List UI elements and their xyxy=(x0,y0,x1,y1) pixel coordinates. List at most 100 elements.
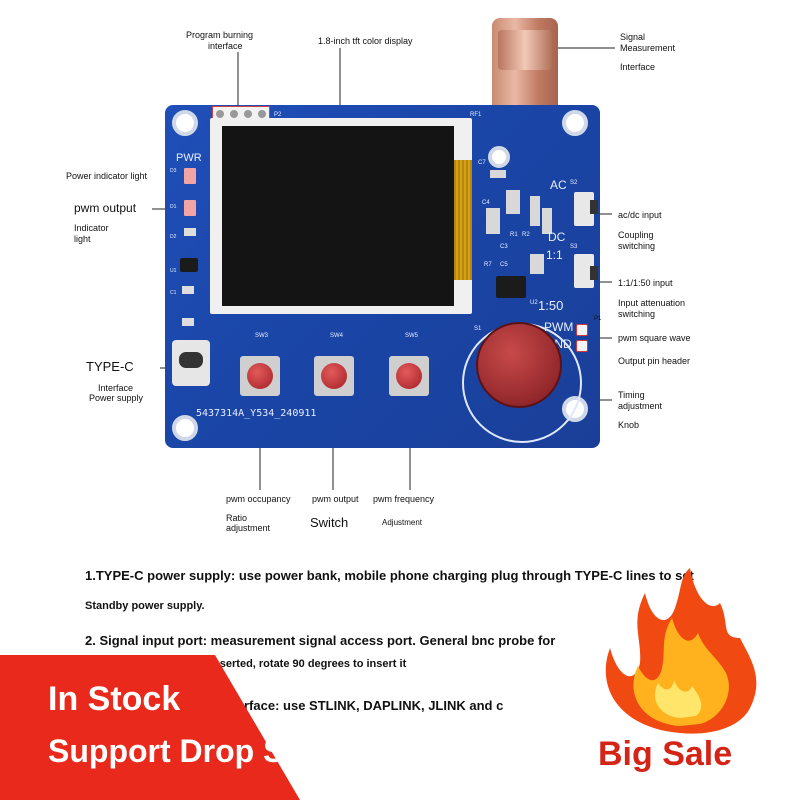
label-indicator-light-2: light xyxy=(74,234,91,244)
label-attenuation-2: switching xyxy=(618,309,656,319)
mount-hole-bottom-left xyxy=(172,415,198,441)
label-indicator-light-1: Indicator xyxy=(74,223,109,233)
silk-sw4: SW4 xyxy=(330,333,344,339)
label-interface: Interface xyxy=(98,383,134,393)
sw3-duty-ratio-button[interactable] xyxy=(247,363,273,389)
regulator-chip xyxy=(180,258,198,272)
silk-p1: P1 xyxy=(594,316,602,322)
silk-rf1: RF1 xyxy=(470,112,482,118)
silk-d1: D1 xyxy=(170,204,177,210)
smd-component xyxy=(182,318,194,326)
tft-display xyxy=(222,126,454,306)
label-knob: Knob xyxy=(618,420,640,430)
silk-c7: C7 xyxy=(478,160,486,166)
mount-hole-top-left xyxy=(172,110,198,136)
silk-d3: D3 xyxy=(170,168,177,174)
amplifier-chip xyxy=(496,276,526,298)
silk-c5: C5 xyxy=(500,262,508,268)
smd-component xyxy=(486,208,500,234)
program-header-pin xyxy=(244,110,252,118)
silk-u2: U2 xyxy=(530,300,538,306)
silk-pwr: PWR xyxy=(176,152,202,164)
silk-c1: C1 xyxy=(170,290,177,296)
silk-c3: C3 xyxy=(500,244,508,250)
label-coupling-1: Coupling xyxy=(618,230,654,240)
description-line-3: 2. Signal input port: measurement signal… xyxy=(85,633,556,648)
smd-component xyxy=(490,170,506,178)
label-output-pin: Output pin header xyxy=(618,356,691,366)
label-signal-measurement-2: Measurement xyxy=(620,43,676,53)
label-pwm-output: pwm output xyxy=(74,201,137,215)
pwm-output-pin[interactable] xyxy=(576,324,588,336)
label-adjustment: Adjustment xyxy=(382,518,423,527)
mount-hole-bnc xyxy=(488,146,510,168)
silk-serial-number: 5437314A_Y534_240911 xyxy=(196,408,317,419)
smd-component xyxy=(530,196,540,226)
label-program-burning-2: interface xyxy=(208,41,243,51)
label-power-indicator: Power indicator light xyxy=(66,171,148,181)
smd-component xyxy=(184,228,196,236)
program-header-pin xyxy=(258,110,266,118)
program-header-pin xyxy=(230,110,238,118)
attenuation-switch[interactable] xyxy=(574,254,594,288)
flame-icon xyxy=(605,568,757,734)
label-coupling-2: switching xyxy=(618,241,656,251)
silk-sw5: SW5 xyxy=(405,333,419,339)
drop-shipping-text: Support Drop Shipping xyxy=(48,733,400,769)
silk-d2: D2 xyxy=(170,234,177,240)
silk-dc: DC xyxy=(548,230,566,244)
acdc-switch-lever[interactable] xyxy=(590,200,598,214)
sw5-frequency-button[interactable] xyxy=(396,363,422,389)
label-ratio-input: 1:1/1:50 input xyxy=(618,278,673,288)
in-stock-text: In Stock xyxy=(48,680,181,718)
silk-s1: S1 xyxy=(474,326,482,332)
label-power-supply: Power supply xyxy=(89,393,144,403)
silk-u1: U1 xyxy=(170,268,177,274)
label-attenuation-1: Input attenuation xyxy=(618,298,686,308)
description-line-5: rface: use STLINK, DAPLINK, JLINK and c xyxy=(244,698,504,713)
attenuation-switch-lever[interactable] xyxy=(590,266,598,280)
smd-component xyxy=(182,286,194,294)
silk-r2: R2 xyxy=(522,232,530,238)
silk-ratio-1-50: 1:50 xyxy=(538,298,564,313)
label-pwm-output-switch: pwm output xyxy=(312,494,359,504)
silk-sw3: SW3 xyxy=(255,333,269,339)
silk-ratio-1-1: 1:1 xyxy=(546,248,563,262)
typec-port-opening xyxy=(179,352,203,368)
label-timing-2: adjustment xyxy=(618,401,663,411)
label-pwm-square: pwm square wave xyxy=(618,333,691,343)
label-pwm-frequency: pwm frequency xyxy=(373,494,435,504)
label-signal-measurement-3: Interface xyxy=(620,62,656,72)
tft-ribbon-cable xyxy=(454,160,472,280)
bnc-connector-top xyxy=(498,30,552,70)
label-program-burning-1: Program burning xyxy=(186,30,254,40)
silk-ac: AC xyxy=(550,178,567,192)
label-ratio-adj-2: adjustment xyxy=(226,523,271,533)
power-led xyxy=(184,168,196,184)
big-sale-text: Big Sale xyxy=(598,735,733,773)
label-timing-1: Timing xyxy=(618,390,645,400)
label-acdc-input: ac/dc input xyxy=(618,210,662,220)
silk-s3: S3 xyxy=(570,244,578,250)
smd-component xyxy=(530,254,544,274)
silk-r7: R7 xyxy=(484,262,492,268)
smd-component xyxy=(542,208,552,234)
label-pwm-occupancy: pwm occupancy xyxy=(226,494,291,504)
program-header-pin xyxy=(216,110,224,118)
silk-c4: C4 xyxy=(482,200,490,206)
timing-adjustment-knob[interactable] xyxy=(476,322,562,408)
gnd-output-pin[interactable] xyxy=(576,340,588,352)
label-switch: Switch xyxy=(310,515,349,530)
label-signal-measurement-1: Signal xyxy=(620,32,646,42)
pwm-led xyxy=(184,200,196,216)
acdc-coupling-switch[interactable] xyxy=(574,192,594,226)
mount-hole-top-right xyxy=(562,110,588,136)
description-line-1: 1.TYPE-C power supply: use power bank, m… xyxy=(85,568,694,583)
label-tft-display: 1.8-inch tft color display xyxy=(318,36,413,46)
smd-component xyxy=(506,190,520,214)
silk-p2: P2 xyxy=(274,112,282,118)
description-line-4: inserted, rotate 90 degrees to insert it xyxy=(210,658,407,670)
label-typec: TYPE-C xyxy=(86,359,134,374)
silk-r1: R1 xyxy=(510,232,518,238)
sw4-output-switch-button[interactable] xyxy=(321,363,347,389)
